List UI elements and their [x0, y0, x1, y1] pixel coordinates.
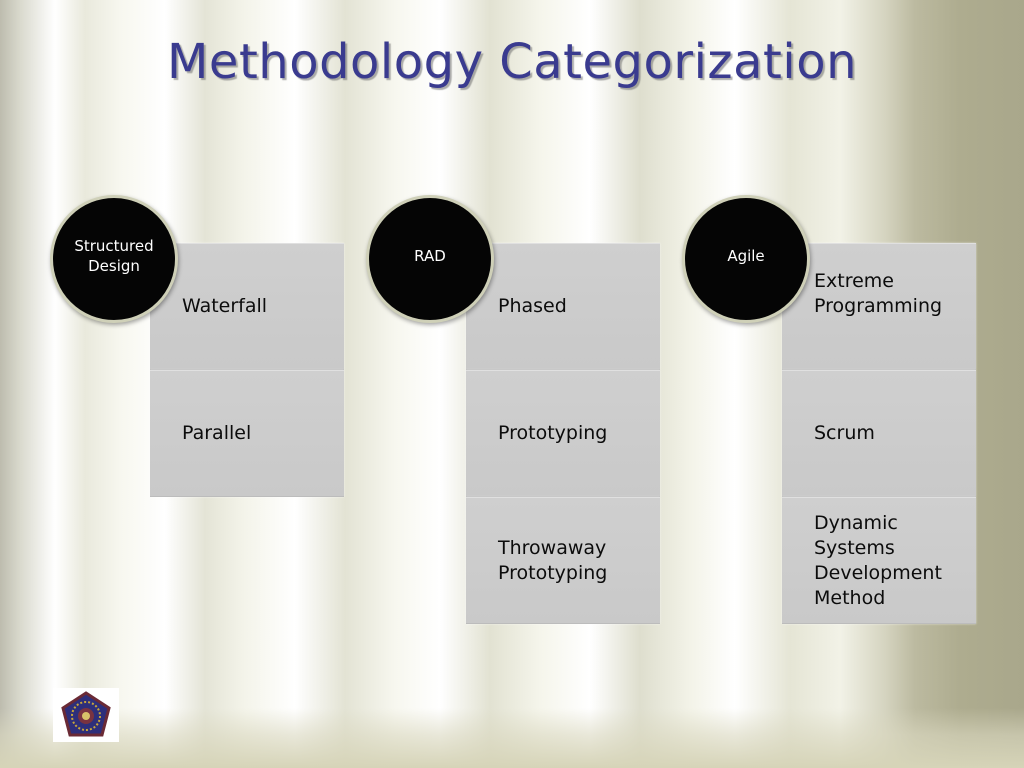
method-card: Throwaway Prototyping: [466, 497, 660, 624]
category-label: RAD: [414, 247, 446, 265]
category-label: Structured Design: [74, 237, 154, 275]
university-emblem-icon: [53, 688, 119, 742]
method-card: Scrum: [782, 370, 976, 497]
method-label: Throwaway Prototyping: [498, 536, 608, 584]
method-label: Dynamic Systems Development Method: [814, 511, 942, 609]
method-label: Prototyping: [498, 422, 608, 444]
category-circle: Structured Design: [50, 195, 178, 323]
method-list: Phased Prototyping Throwaway Prototyping: [466, 243, 660, 624]
category-circle: RAD: [366, 195, 494, 323]
method-label: Phased: [498, 295, 567, 317]
method-label: Extreme Programming: [814, 269, 943, 317]
method-card: Prototyping: [466, 370, 660, 497]
method-list: Waterfall Parallel: [150, 243, 344, 497]
category-label: Agile: [727, 247, 765, 265]
method-label: Scrum: [814, 422, 875, 444]
category-structured-design: Structured Design Waterfall Parallel: [50, 195, 350, 635]
method-card: Dynamic Systems Development Method: [782, 497, 976, 624]
slide-title: Methodology Categorization: [167, 34, 857, 90]
method-card: Extreme Programming: [782, 243, 976, 370]
category-circle: Agile: [682, 195, 810, 323]
category-agile: Agile Extreme Programming Scrum Dynamic …: [682, 195, 982, 635]
method-card: Parallel: [150, 370, 344, 497]
method-list: Extreme Programming Scrum Dynamic System…: [782, 243, 976, 624]
method-label: Waterfall: [182, 295, 268, 317]
category-rad: RAD Phased Prototyping Throwaway Prototy…: [366, 195, 666, 635]
method-card: Waterfall: [150, 243, 344, 370]
method-label: Parallel: [182, 422, 252, 444]
method-card: Phased: [466, 243, 660, 370]
